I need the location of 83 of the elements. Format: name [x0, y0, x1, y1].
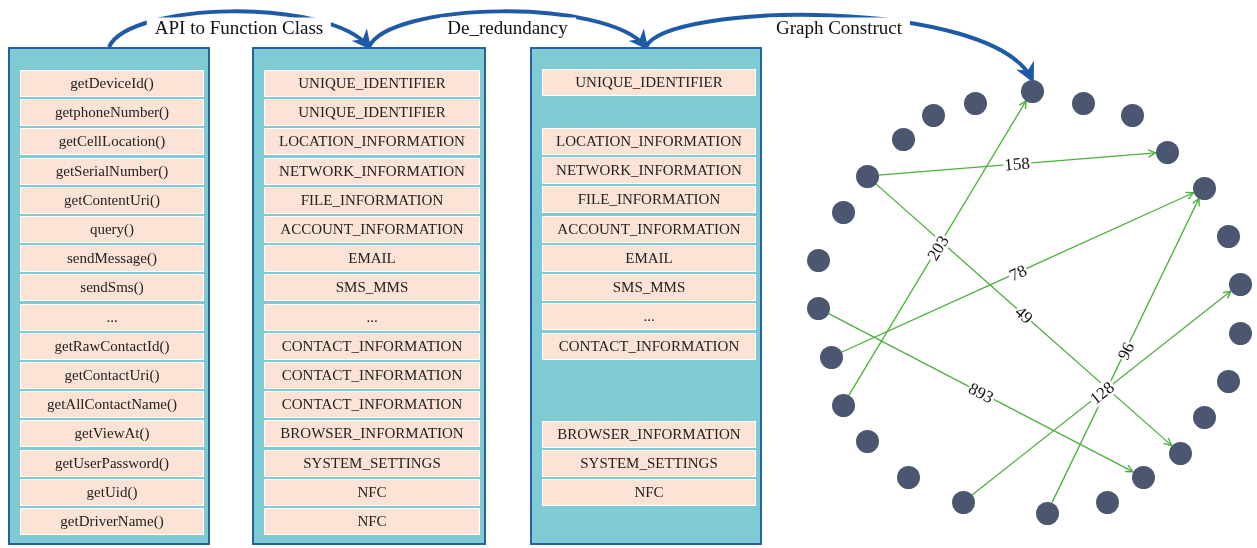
arrow — [874, 182, 1173, 447]
list-item: UNIQUE_IDENTIFIER — [542, 69, 756, 96]
list-item: getSerialNumber() — [20, 157, 204, 185]
list-item: getUid() — [20, 478, 204, 506]
arrow — [877, 149, 1157, 176]
arrow — [840, 191, 1195, 353]
graph-node — [963, 91, 987, 115]
list-item: NFC — [264, 508, 480, 535]
list-item: SMS_MMS — [542, 274, 756, 302]
graph-node — [819, 345, 843, 369]
list-item: getViewAt() — [20, 420, 204, 448]
list-item: getUserPassword() — [20, 449, 204, 477]
list-item: CONTACT_INFORMATION — [264, 391, 480, 419]
list-item: BROWSER_INFORMATION — [264, 420, 480, 448]
list-item: getRawContactId() — [20, 332, 204, 360]
list-item: UNIQUE_IDENTIFIER — [264, 70, 480, 97]
list-item: ... — [20, 303, 204, 331]
list-item: getContentUri() — [20, 186, 204, 214]
graph-node — [1216, 369, 1240, 393]
graph-node — [831, 200, 855, 224]
list-item: LOCATION_INFORMATION — [264, 128, 480, 156]
arrow — [971, 290, 1232, 496]
graph-node — [891, 127, 915, 151]
graph-node — [855, 429, 879, 453]
list-item: FILE_INFORMATION — [542, 186, 756, 214]
list-item: BROWSER_INFORMATION — [542, 420, 756, 448]
graph-node — [1131, 465, 1155, 489]
edge-label: API to Function Class — [146, 17, 332, 37]
graph-node — [1035, 501, 1059, 525]
graph-node — [806, 296, 830, 320]
arrow — [848, 100, 1027, 396]
graph-node — [1216, 224, 1240, 248]
graph-node — [1228, 272, 1252, 296]
list-item: sendSms() — [20, 274, 204, 302]
list-item: query() — [20, 216, 204, 243]
graph-node — [921, 103, 945, 127]
list-panel — [252, 47, 486, 545]
list-item: getAllContactName() — [20, 391, 204, 419]
list-item: getContactUri() — [20, 362, 204, 389]
list-item: NFC — [542, 479, 756, 507]
list-item: SYSTEM_SETTINGS — [264, 449, 480, 477]
list-item: EMAIL — [542, 244, 756, 272]
list-item: CONTACT_INFORMATION — [542, 332, 756, 360]
list-item: FILE_INFORMATION — [264, 186, 480, 214]
curved-arrow — [107, 9, 373, 50]
list-item: sendMessage() — [20, 245, 204, 273]
graph-node — [855, 164, 879, 188]
list-item: getphoneNumber() — [20, 99, 204, 127]
list-item: UNIQUE_IDENTIFIER — [264, 99, 480, 127]
edge-label: 158 — [1002, 154, 1032, 174]
graph-node — [1155, 140, 1179, 164]
list-item: ... — [542, 303, 756, 331]
list-item: NFC — [264, 478, 480, 506]
list-item: getDeviceId() — [20, 70, 204, 97]
graph-node — [1228, 321, 1252, 345]
list-item: EMAIL — [264, 245, 480, 273]
arrow — [827, 312, 1134, 473]
list-item: NETWORK_INFORMATION — [542, 156, 756, 184]
list-item: ... — [264, 303, 480, 331]
list-panel — [8, 47, 210, 545]
list-item: getCellLocation() — [20, 128, 204, 156]
graph-node — [831, 393, 855, 417]
graph-node — [1095, 490, 1119, 514]
list-item: LOCATION_INFORMATION — [542, 127, 756, 155]
graph-node — [1168, 441, 1192, 465]
graph-node — [1071, 91, 1095, 115]
list-item: NETWORK_INFORMATION — [264, 157, 480, 185]
graph-node — [896, 465, 920, 489]
list-item: CONTACT_INFORMATION — [264, 332, 480, 360]
list-item: CONTACT_INFORMATION — [264, 362, 480, 389]
list-item: ACCOUNT_INFORMATION — [542, 215, 756, 243]
list-item: SMS_MMS — [264, 274, 480, 302]
curved-arrow — [367, 9, 650, 50]
graph-node — [1192, 176, 1216, 200]
graph-node — [1120, 103, 1144, 127]
list-item: SYSTEM_SETTINGS — [542, 449, 756, 477]
list-item: getDriverName() — [20, 508, 204, 535]
graph-node — [806, 248, 830, 272]
graph-node — [1020, 79, 1044, 103]
graph-node — [1192, 405, 1216, 429]
graph-node — [951, 490, 975, 514]
list-item: ACCOUNT_INFORMATION — [264, 216, 480, 243]
list-panel — [530, 47, 762, 545]
